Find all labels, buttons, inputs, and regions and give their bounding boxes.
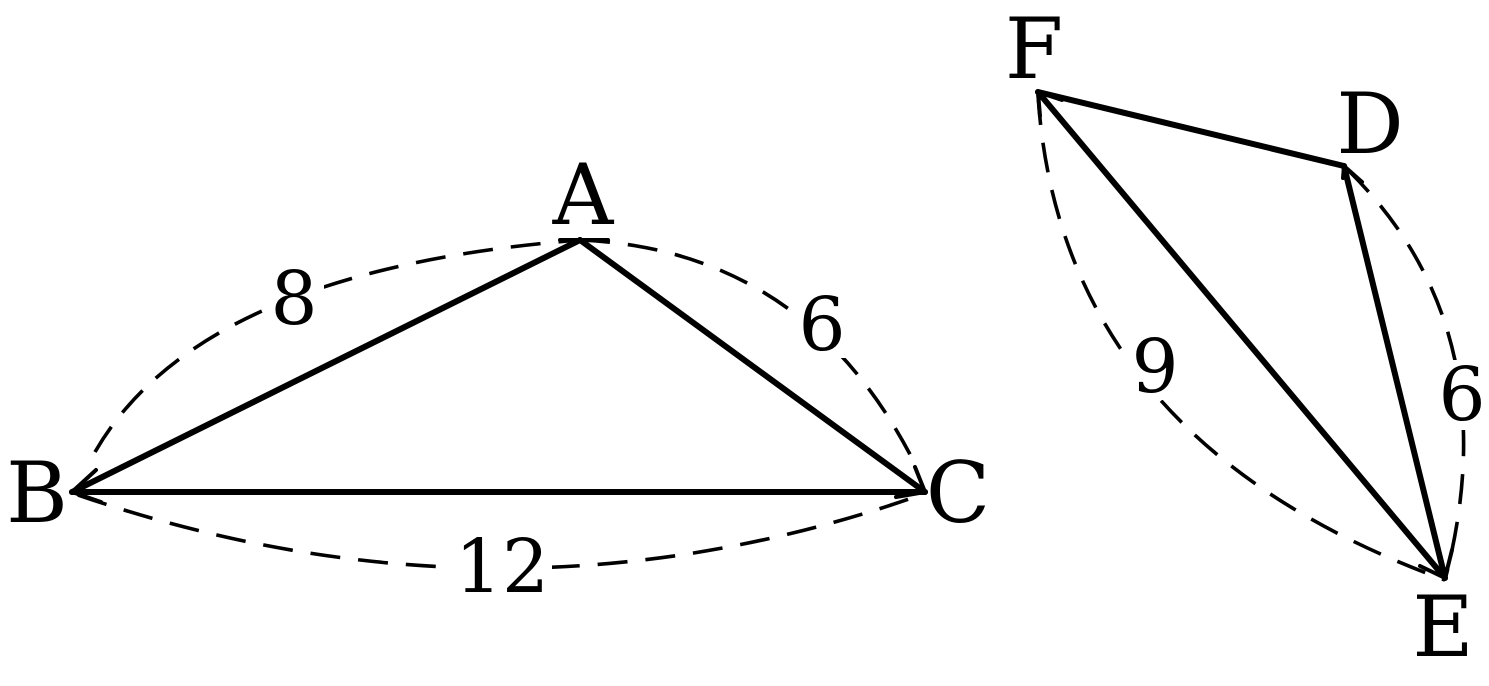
arrowhead-b: [70, 468, 103, 504]
arc-de: [1346, 168, 1466, 581]
side-ac: [577, 237, 928, 495]
side-fe: [1035, 89, 1448, 581]
arrowhead-f: [1036, 90, 1064, 118]
vertex-label-d: D: [1336, 75, 1403, 173]
vertex-label-b: B: [6, 444, 68, 542]
measure-fe: 9: [1131, 324, 1178, 410]
measure-ab: 8: [270, 256, 317, 342]
arc-bc: [77, 493, 913, 571]
vertex-label-e: E: [1412, 578, 1473, 676]
arc-ab: [93, 238, 581, 453]
arrowhead-c: [894, 465, 927, 499]
side-ab: [69, 237, 583, 495]
measure-bc: 12: [455, 524, 549, 610]
arc-ac: [579, 238, 920, 471]
measure-ac: 6: [798, 282, 845, 368]
side-de: [1341, 163, 1448, 581]
arrowhead-e: [1418, 548, 1454, 580]
vertex-label-f: F: [1005, 0, 1063, 98]
arrowhead-d: [1341, 164, 1364, 184]
vertex-label-c: C: [926, 444, 990, 542]
triangle-abc: A B C 8 6 12: [6, 146, 990, 610]
vertex-label-a: A: [552, 146, 615, 244]
triangle-def: F D E 9 6: [1005, 0, 1489, 676]
side-fd: [1035, 89, 1347, 169]
measure-de: 6: [1438, 352, 1485, 438]
